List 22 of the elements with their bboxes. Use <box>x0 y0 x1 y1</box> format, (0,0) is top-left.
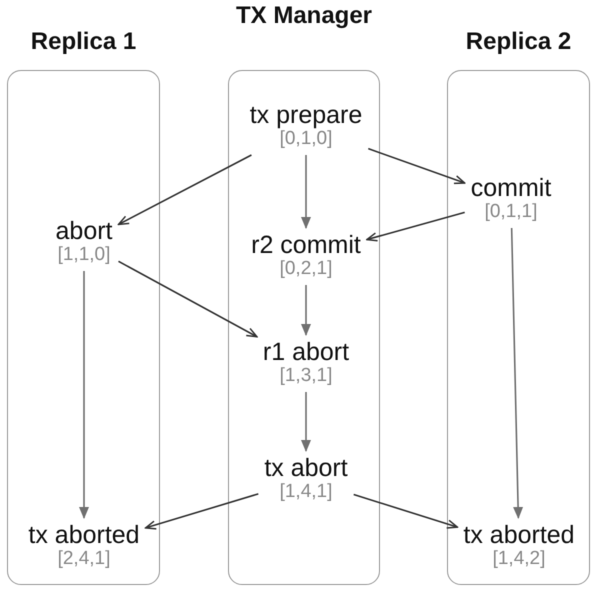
arrow <box>301 155 311 229</box>
arrow <box>118 154 252 226</box>
arrow <box>144 493 259 530</box>
arrow <box>366 212 465 242</box>
arrow <box>368 148 466 184</box>
arrow <box>118 260 258 338</box>
arrow <box>510 228 524 519</box>
event-label: tx prepare [0,1,0] <box>250 103 362 150</box>
event-label: tx aborted [1,4,2] <box>463 523 575 570</box>
event-label: r1 abort [1,3,1] <box>262 340 350 387</box>
arrow <box>301 392 311 452</box>
event-label: tx aborted [2,4,1] <box>28 523 140 570</box>
event-label: abort [1,1,0] <box>56 219 112 266</box>
event-label: r2 commit [0,2,1] <box>251 233 361 280</box>
lane-heading: Replica 1 <box>30 29 138 55</box>
event-label: tx abort [1,4,1] <box>264 456 348 503</box>
event-label: commit [0,1,1] <box>470 176 552 223</box>
arrow <box>301 285 311 336</box>
lane-heading: TX Manager <box>234 3 374 29</box>
lane-heading: Replica 2 <box>464 29 572 55</box>
arrow <box>353 494 458 529</box>
arrow <box>79 271 89 519</box>
